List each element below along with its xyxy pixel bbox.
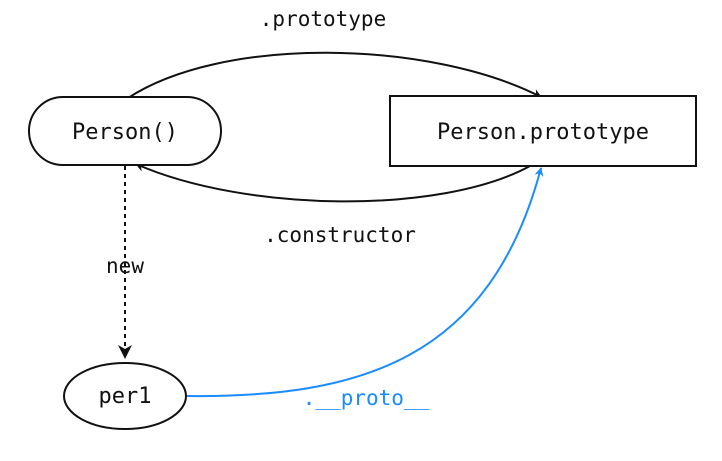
person-prototype-node: [389, 95, 697, 167]
proto-arrow: [185, 167, 544, 398]
person-constructor-label: Person(): [72, 120, 178, 145]
constructor-edge-label: .constructor: [264, 223, 416, 247]
per1-label: per1: [99, 384, 152, 409]
person-prototype-label: Person.prototype: [437, 120, 649, 145]
per1-node: [63, 362, 187, 430]
prototype-edge-label: .prototype: [260, 7, 386, 31]
new-arrowhead: [118, 345, 132, 359]
proto-edge-label: .__proto__: [303, 386, 430, 410]
prototype-arrow: [124, 51, 542, 101]
person-constructor-node: [28, 96, 222, 166]
new-edge-label: new: [106, 254, 144, 278]
constructor-arrow: [135, 163, 531, 203]
